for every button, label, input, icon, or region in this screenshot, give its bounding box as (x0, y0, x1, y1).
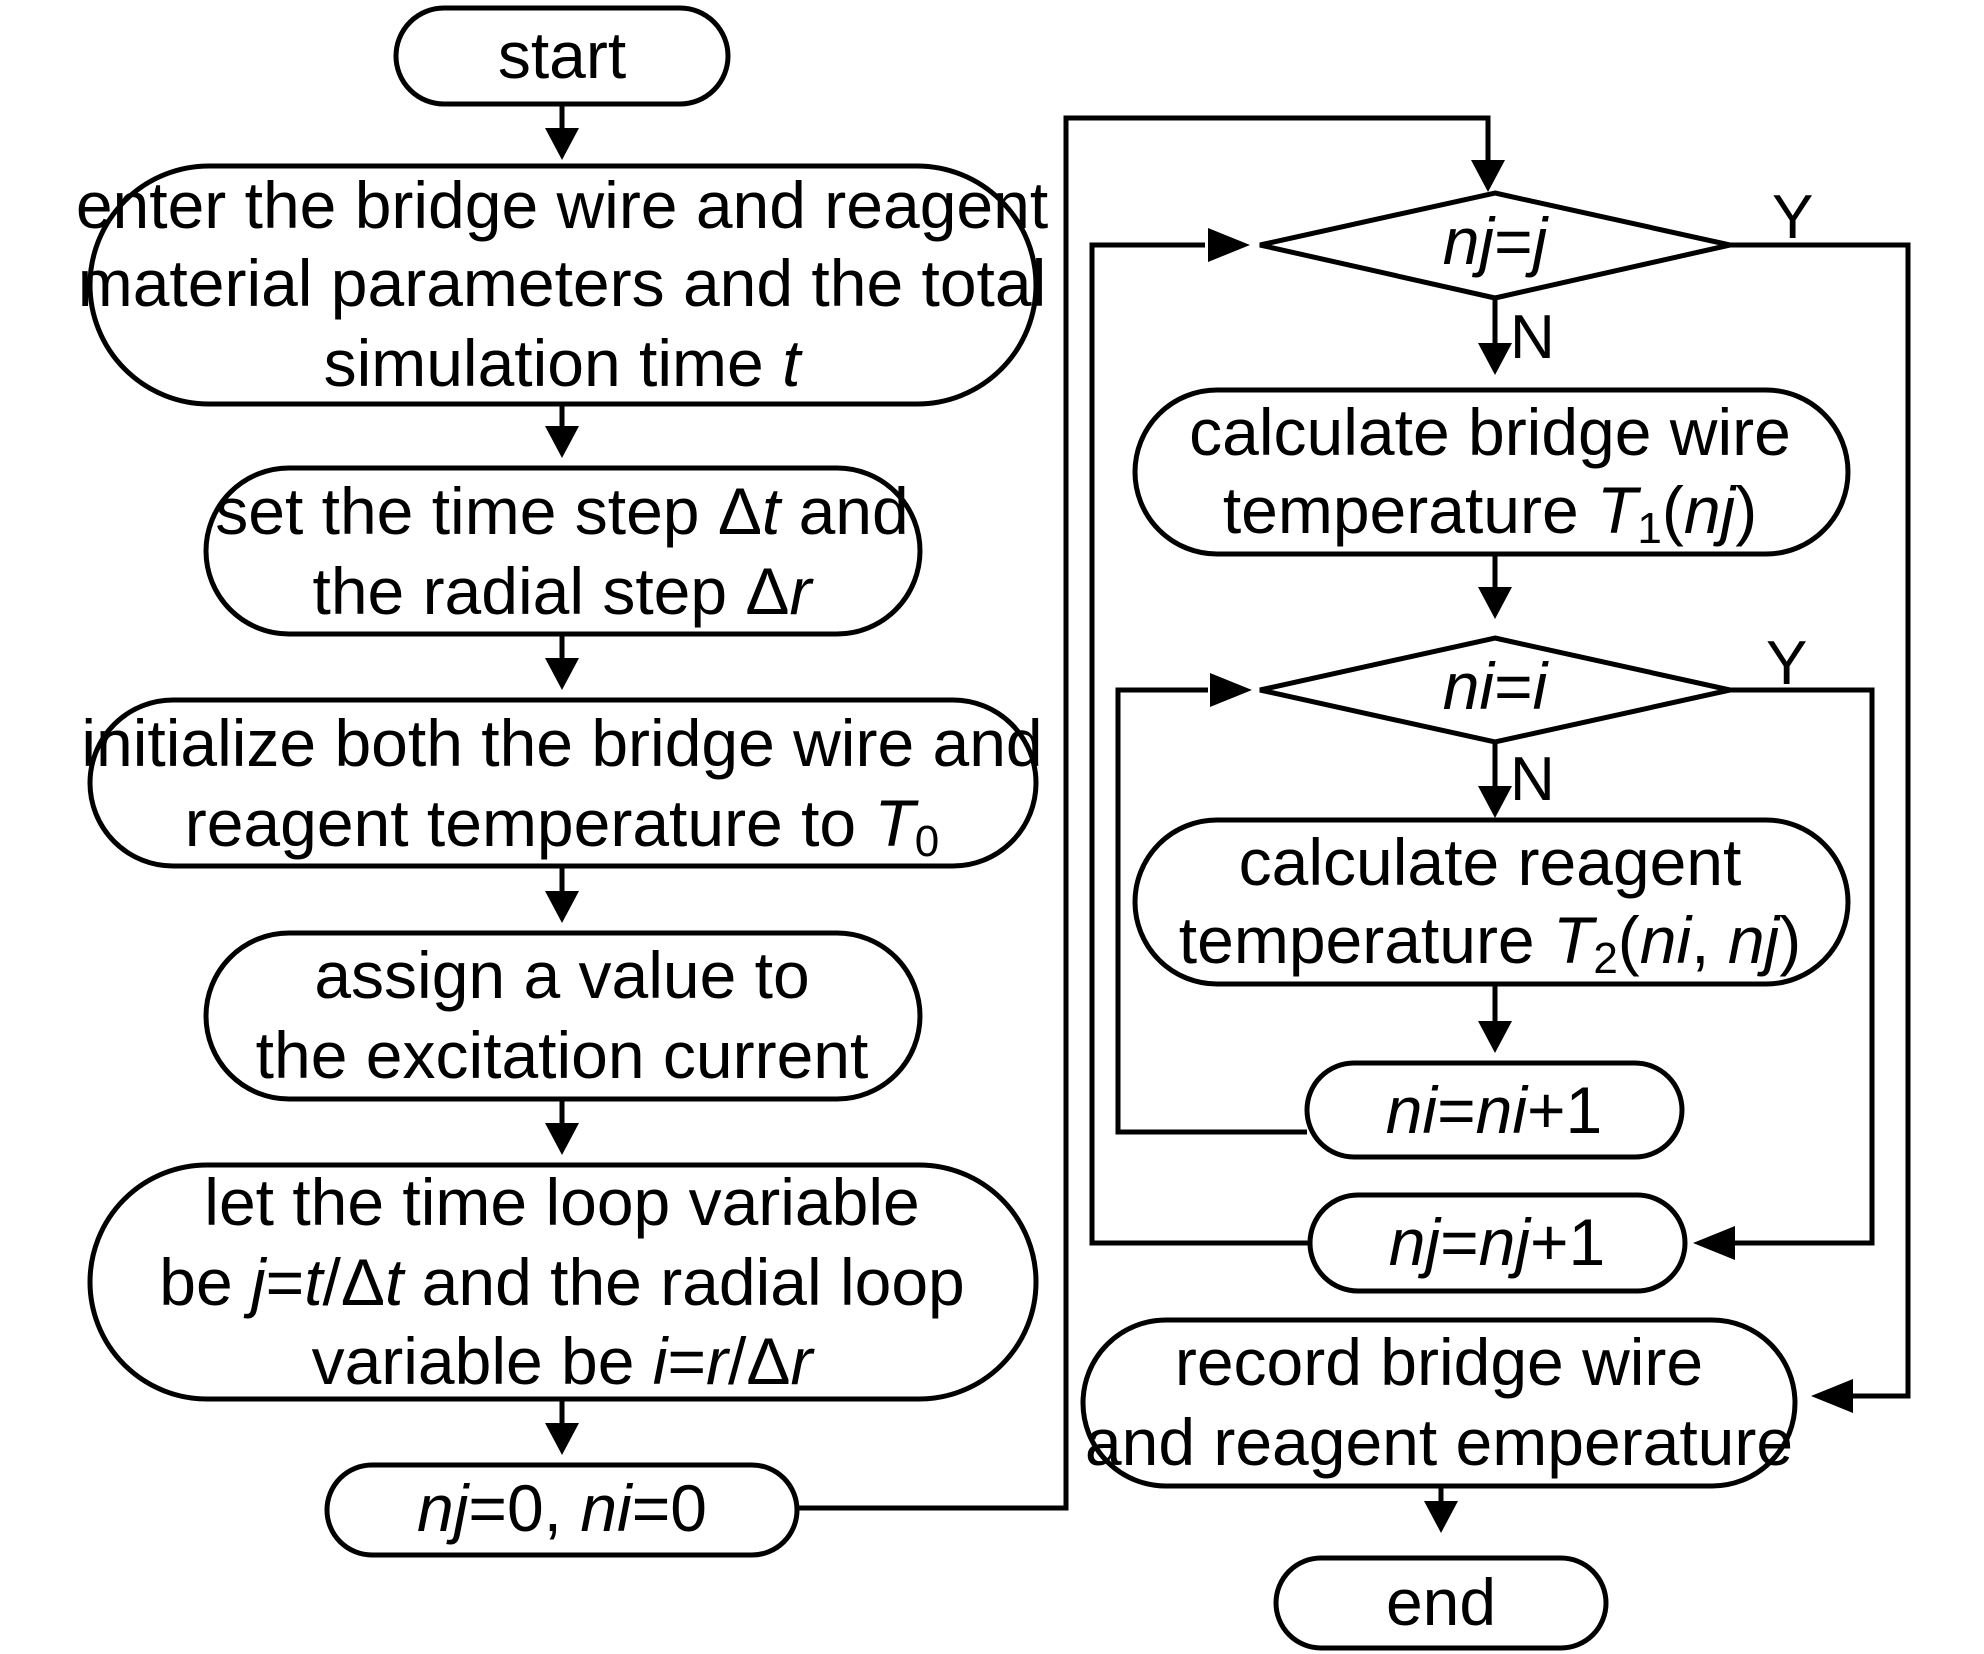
nj-equals-j-decision: nj=j (1259, 190, 1731, 301)
record-line-2: and reagent emperature (1085, 1405, 1793, 1479)
edge-ni-yes (1730, 687, 1875, 1246)
start-label: start (498, 18, 626, 92)
initialize-temperature-node: initialize both the bridge wire and reag… (81, 697, 1043, 869)
set-steps-line-1: set the time step Δt and (215, 474, 908, 548)
enter-parameters-line-1: enter the bridge wire and reagent (76, 168, 1048, 242)
arrow-head (1478, 1021, 1512, 1053)
arrow-head (545, 891, 579, 923)
init-counters-label: nj=0, ni=0 (417, 1471, 707, 1545)
nj-yes-label: Y (1772, 183, 1813, 252)
record-temperature-node: record bridge wire and reagent emperatur… (1080, 1317, 1798, 1489)
nj-no-label: N (1510, 303, 1555, 372)
loop-variables-line-2: be j=t/Δt and the radial loop (159, 1245, 965, 1319)
arrow-head (1208, 228, 1250, 262)
assign-current-line-2: the excitation current (256, 1018, 869, 1092)
start-node: start (393, 5, 731, 107)
enter-parameters-node: enter the bridge wire and reagent materi… (76, 163, 1048, 407)
set-steps-line-2: the radial step Δr (312, 554, 814, 628)
ni-decision-label: ni=i (1443, 649, 1550, 723)
initialize-line-2: reagent temperature to T0 (185, 786, 940, 866)
arrow-head (1478, 587, 1512, 619)
arrow-head (545, 426, 579, 458)
arrow-head (1210, 673, 1252, 707)
ni-equals-i-decision: ni=i (1259, 635, 1731, 745)
arrow-head (1693, 1226, 1735, 1260)
arrow-head (1471, 160, 1505, 192)
arrow-head (1478, 786, 1512, 818)
arrow-head (545, 128, 579, 160)
calc-bridge-line-2: temperature T1(nj) (1223, 473, 1757, 553)
assign-current-line-1: assign a value to (314, 938, 809, 1012)
increment-nj-label: nj=nj+1 (1389, 1205, 1606, 1279)
record-line-1: record bridge wire (1175, 1325, 1703, 1399)
increment-ni-node: ni=ni+1 (1304, 1060, 1685, 1160)
end-label: end (1386, 1565, 1496, 1639)
edge-nj-yes (1730, 242, 1911, 1399)
calc-reagent-line-2: temperature T2(ni, nj) (1179, 903, 1801, 983)
arrow-head (545, 658, 579, 690)
enter-parameters-line-2: material parameters and the total (78, 246, 1047, 320)
initialize-line-1: initialize both the bridge wire and (81, 706, 1042, 780)
assign-current-node: assign a value to the excitation current (203, 930, 923, 1102)
arrow-head (545, 1423, 579, 1455)
increment-ni-label: ni=ni+1 (1386, 1073, 1603, 1147)
connectors (559, 105, 1911, 1515)
arrowheads (545, 128, 1853, 1533)
calc-reagent-node: calculate reagent temperature T2(ni, nj) (1132, 817, 1851, 987)
edge-inc-nj-loop-back (1089, 242, 1310, 1246)
calc-bridge-line-1: calculate bridge wire (1189, 395, 1791, 469)
increment-nj-node: nj=nj+1 (1307, 1192, 1688, 1294)
end-node: end (1273, 1555, 1609, 1651)
nj-decision-label: nj=j (1443, 204, 1550, 278)
loop-variables-line-1: let the time loop variable (204, 1165, 919, 1239)
calc-reagent-line-1: calculate reagent (1239, 825, 1742, 899)
set-steps-node: set the time step Δt and the radial step… (203, 465, 923, 637)
init-counters-node: nj=0, ni=0 (324, 1462, 800, 1558)
arrow-head (1811, 1379, 1853, 1413)
arrow-head (545, 1123, 579, 1155)
calc-bridge-wire-node: calculate bridge wire temperature T1(nj) (1132, 387, 1851, 557)
arrow-head (1424, 1501, 1458, 1533)
edge-counters-to-nj-decision (797, 115, 1491, 1511)
enter-parameters-line-3: simulation time t (324, 326, 804, 400)
ni-no-label: N (1510, 745, 1555, 814)
edge-inc-ni-loop-back (1115, 687, 1307, 1135)
loop-variables-node: let the time loop variable be j=t/Δt and… (87, 1162, 1039, 1402)
ni-yes-label: Y (1766, 629, 1807, 698)
loop-variables-line-3: variable be i=r/Δr (312, 1324, 816, 1398)
arrow-head (1478, 343, 1512, 375)
